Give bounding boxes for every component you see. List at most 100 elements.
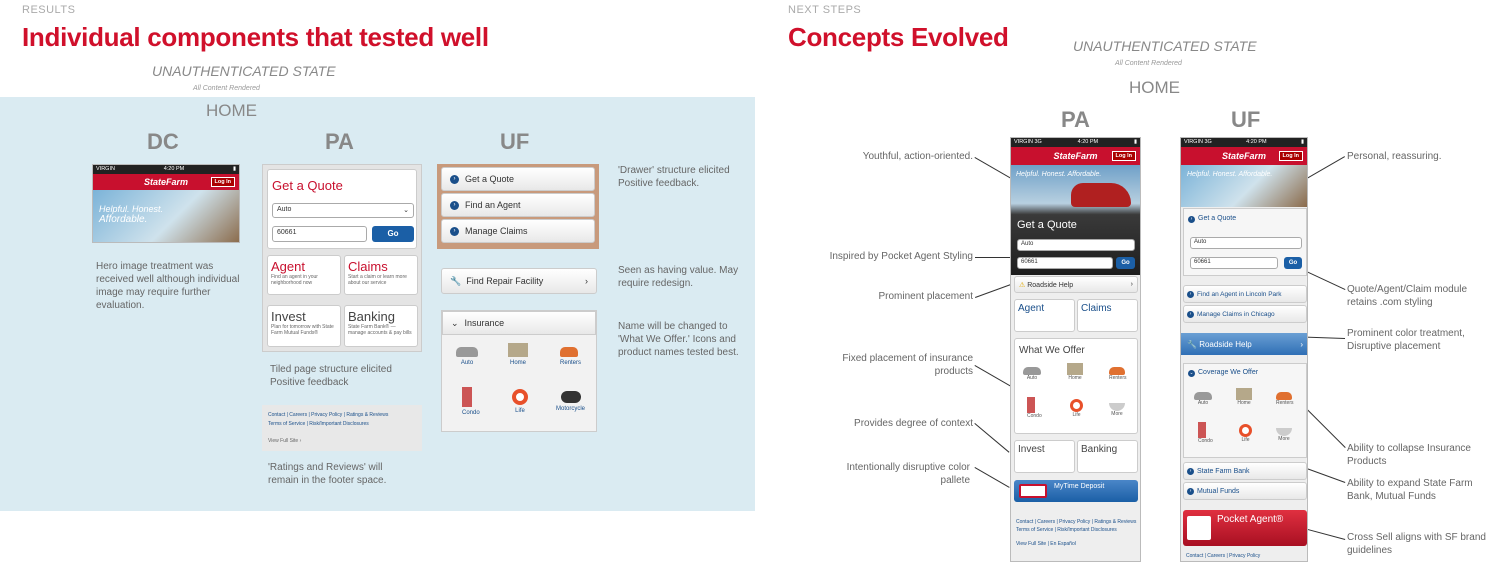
row-label: Find an Agent in Lincoln Park bbox=[1197, 290, 1282, 298]
quote-card: Get a Quote Auto⌄ 60661 Go bbox=[267, 169, 417, 249]
connector-line bbox=[975, 282, 1015, 298]
motorcycle-icon bbox=[560, 391, 581, 403]
insurance-toggle[interactable]: ⌄Insurance bbox=[442, 311, 596, 335]
get-quote-link[interactable]: ›Get a Quote bbox=[1188, 215, 1236, 223]
connector-line bbox=[975, 257, 1015, 258]
product-condo[interactable]: Condo bbox=[1027, 397, 1042, 419]
offer-title: What We Offer bbox=[1019, 345, 1085, 356]
roadside-button[interactable]: 🔧 Roadside Help› bbox=[1181, 333, 1307, 355]
hero-car: Helpful. Honest. Affordable. Get a Quote… bbox=[1011, 165, 1140, 275]
product-home[interactable]: Home bbox=[1236, 388, 1252, 406]
zip-input[interactable]: 60661 bbox=[1190, 257, 1278, 269]
product-auto[interactable]: Auto bbox=[456, 347, 478, 366]
row-repair-facility[interactable]: 🔧Find Repair Facility› bbox=[441, 268, 597, 294]
roadside-button[interactable]: ⚠ Roadside Help› bbox=[1014, 276, 1138, 293]
product-renters[interactable]: Renters bbox=[1276, 392, 1294, 406]
arrow-right-icon: › bbox=[450, 174, 459, 184]
product-select[interactable]: Auto bbox=[1190, 237, 1302, 249]
warning-icon: ⚠ bbox=[1019, 281, 1026, 289]
col-dc: DC bbox=[147, 129, 179, 154]
product-condo[interactable]: Condo bbox=[1198, 422, 1213, 444]
product-condo[interactable]: Condo bbox=[462, 387, 480, 416]
view-full-site-link[interactable]: View Full Site › bbox=[268, 437, 301, 445]
coverage-drawer: ⌄Coverage We Offer Auto Home Renters Con… bbox=[1183, 363, 1307, 458]
tile-agent[interactable]: Agent bbox=[1014, 299, 1075, 332]
arrow-right-icon: › bbox=[1187, 487, 1194, 495]
product-more[interactable]: More bbox=[1109, 403, 1125, 417]
product-more[interactable]: More bbox=[1276, 428, 1292, 442]
col-pa-right: PA bbox=[1061, 107, 1090, 132]
product-renters[interactable]: Renters bbox=[560, 347, 581, 366]
footer-links-2[interactable]: Terms of Service | Risk/Important Disclo… bbox=[268, 421, 369, 427]
product-label: Motorcycle bbox=[556, 406, 586, 412]
footer-links[interactable]: Contact | Careers | Privacy Policy | Rat… bbox=[268, 412, 389, 418]
renters-icon bbox=[1109, 367, 1125, 375]
arrow-right-icon: › bbox=[1188, 216, 1195, 223]
product-label: Home bbox=[509, 360, 526, 366]
note-hero: Hero image treatment was received well a… bbox=[96, 261, 240, 311]
product-select[interactable]: Auto bbox=[1017, 239, 1135, 251]
row-find-agent[interactable]: ›Find an Agent bbox=[441, 193, 595, 217]
left-state: UNAUTHENTICATED STATE bbox=[152, 63, 336, 79]
brand-logo: StateFarm bbox=[1221, 151, 1266, 161]
arrow-right-icon: › bbox=[1187, 310, 1194, 318]
tile-title: Invest bbox=[271, 309, 306, 324]
product-life[interactable]: Life bbox=[1239, 424, 1252, 443]
tile-invest[interactable]: Invest bbox=[1014, 440, 1075, 473]
house-icon bbox=[1067, 363, 1083, 375]
row-label: State Farm Bank bbox=[1197, 467, 1250, 475]
note-color: Prominent color treatment, Disruptive pl… bbox=[1347, 328, 1465, 352]
tile-banking[interactable]: Banking bbox=[1077, 440, 1138, 473]
wrench-icon: 🔧 bbox=[450, 275, 462, 286]
note-disruptive: Intentionally disruptive color pallete bbox=[846, 462, 970, 486]
row-get-quote[interactable]: ›Get a Quote bbox=[441, 167, 595, 191]
zip-input[interactable]: 60661 bbox=[1017, 257, 1113, 269]
product-auto[interactable]: Auto bbox=[1023, 367, 1041, 381]
mytime-deposit-banner[interactable]: MyTime Deposit bbox=[1014, 480, 1138, 502]
note-expand: Ability to expand State Farm Bank, Mutua… bbox=[1347, 478, 1473, 502]
row-manage-claims[interactable]: ›Manage Claims bbox=[441, 219, 595, 243]
product-life[interactable]: Life bbox=[1070, 399, 1083, 418]
product-motorcycle[interactable]: Motorcycle bbox=[556, 391, 585, 412]
product-renters[interactable]: Renters bbox=[1109, 367, 1127, 381]
quote-title: Get a Quote bbox=[1017, 219, 1077, 231]
building-icon bbox=[1027, 397, 1035, 413]
carrier: VIRGIN 3G bbox=[1014, 139, 1042, 145]
go-button[interactable]: Go bbox=[1116, 257, 1135, 269]
find-agent-row[interactable]: ›Find an Agent in Lincoln Park bbox=[1183, 285, 1307, 303]
manage-claims-row[interactable]: ›Manage Claims in Chicago bbox=[1183, 305, 1307, 323]
login-button[interactable]: Log In bbox=[1278, 151, 1303, 161]
state-farm-bank-row[interactable]: ›State Farm Bank bbox=[1183, 462, 1307, 480]
mutual-funds-row[interactable]: ›Mutual Funds bbox=[1183, 482, 1307, 500]
clock: 4:20 PM bbox=[1246, 139, 1267, 145]
carrier: VIRGIN bbox=[96, 166, 115, 172]
go-button[interactable]: Go bbox=[1284, 257, 1302, 269]
login-button[interactable]: Log In bbox=[1111, 151, 1136, 161]
footer-links-3[interactable]: View Full Site | En Español bbox=[1016, 541, 1076, 547]
product-label: Auto bbox=[460, 360, 474, 366]
product-home[interactable]: Home bbox=[1067, 363, 1083, 381]
footer-links-2[interactable]: Terms of Service | Risk/Important Disclo… bbox=[1016, 527, 1117, 533]
product-select[interactable]: Auto⌄ bbox=[272, 203, 414, 218]
pocket-agent-banner[interactable]: Pocket Agent® bbox=[1183, 510, 1307, 546]
footer-links[interactable]: Contact | Careers | Privacy Policy bbox=[1186, 553, 1261, 559]
coverage-toggle[interactable]: ⌄Coverage We Offer bbox=[1188, 369, 1258, 377]
tile-claims[interactable]: Claims bbox=[1077, 299, 1138, 332]
product-home[interactable]: Home bbox=[508, 343, 528, 366]
footer-links[interactable]: Contact | Careers | Privacy Policy | Rat… bbox=[1016, 519, 1137, 525]
zip-input[interactable]: 60661 bbox=[272, 226, 367, 242]
product-label: Home bbox=[1068, 375, 1082, 381]
product-life[interactable]: Life bbox=[512, 389, 528, 414]
product-auto[interactable]: Auto bbox=[1194, 392, 1212, 406]
product-label: Home bbox=[1237, 400, 1251, 406]
product-label: Auto bbox=[1197, 400, 1209, 406]
go-button[interactable]: Go bbox=[372, 226, 414, 242]
login-button[interactable]: Log In bbox=[210, 177, 235, 187]
car-icon bbox=[456, 347, 478, 357]
left-home-label: HOME bbox=[206, 101, 257, 120]
